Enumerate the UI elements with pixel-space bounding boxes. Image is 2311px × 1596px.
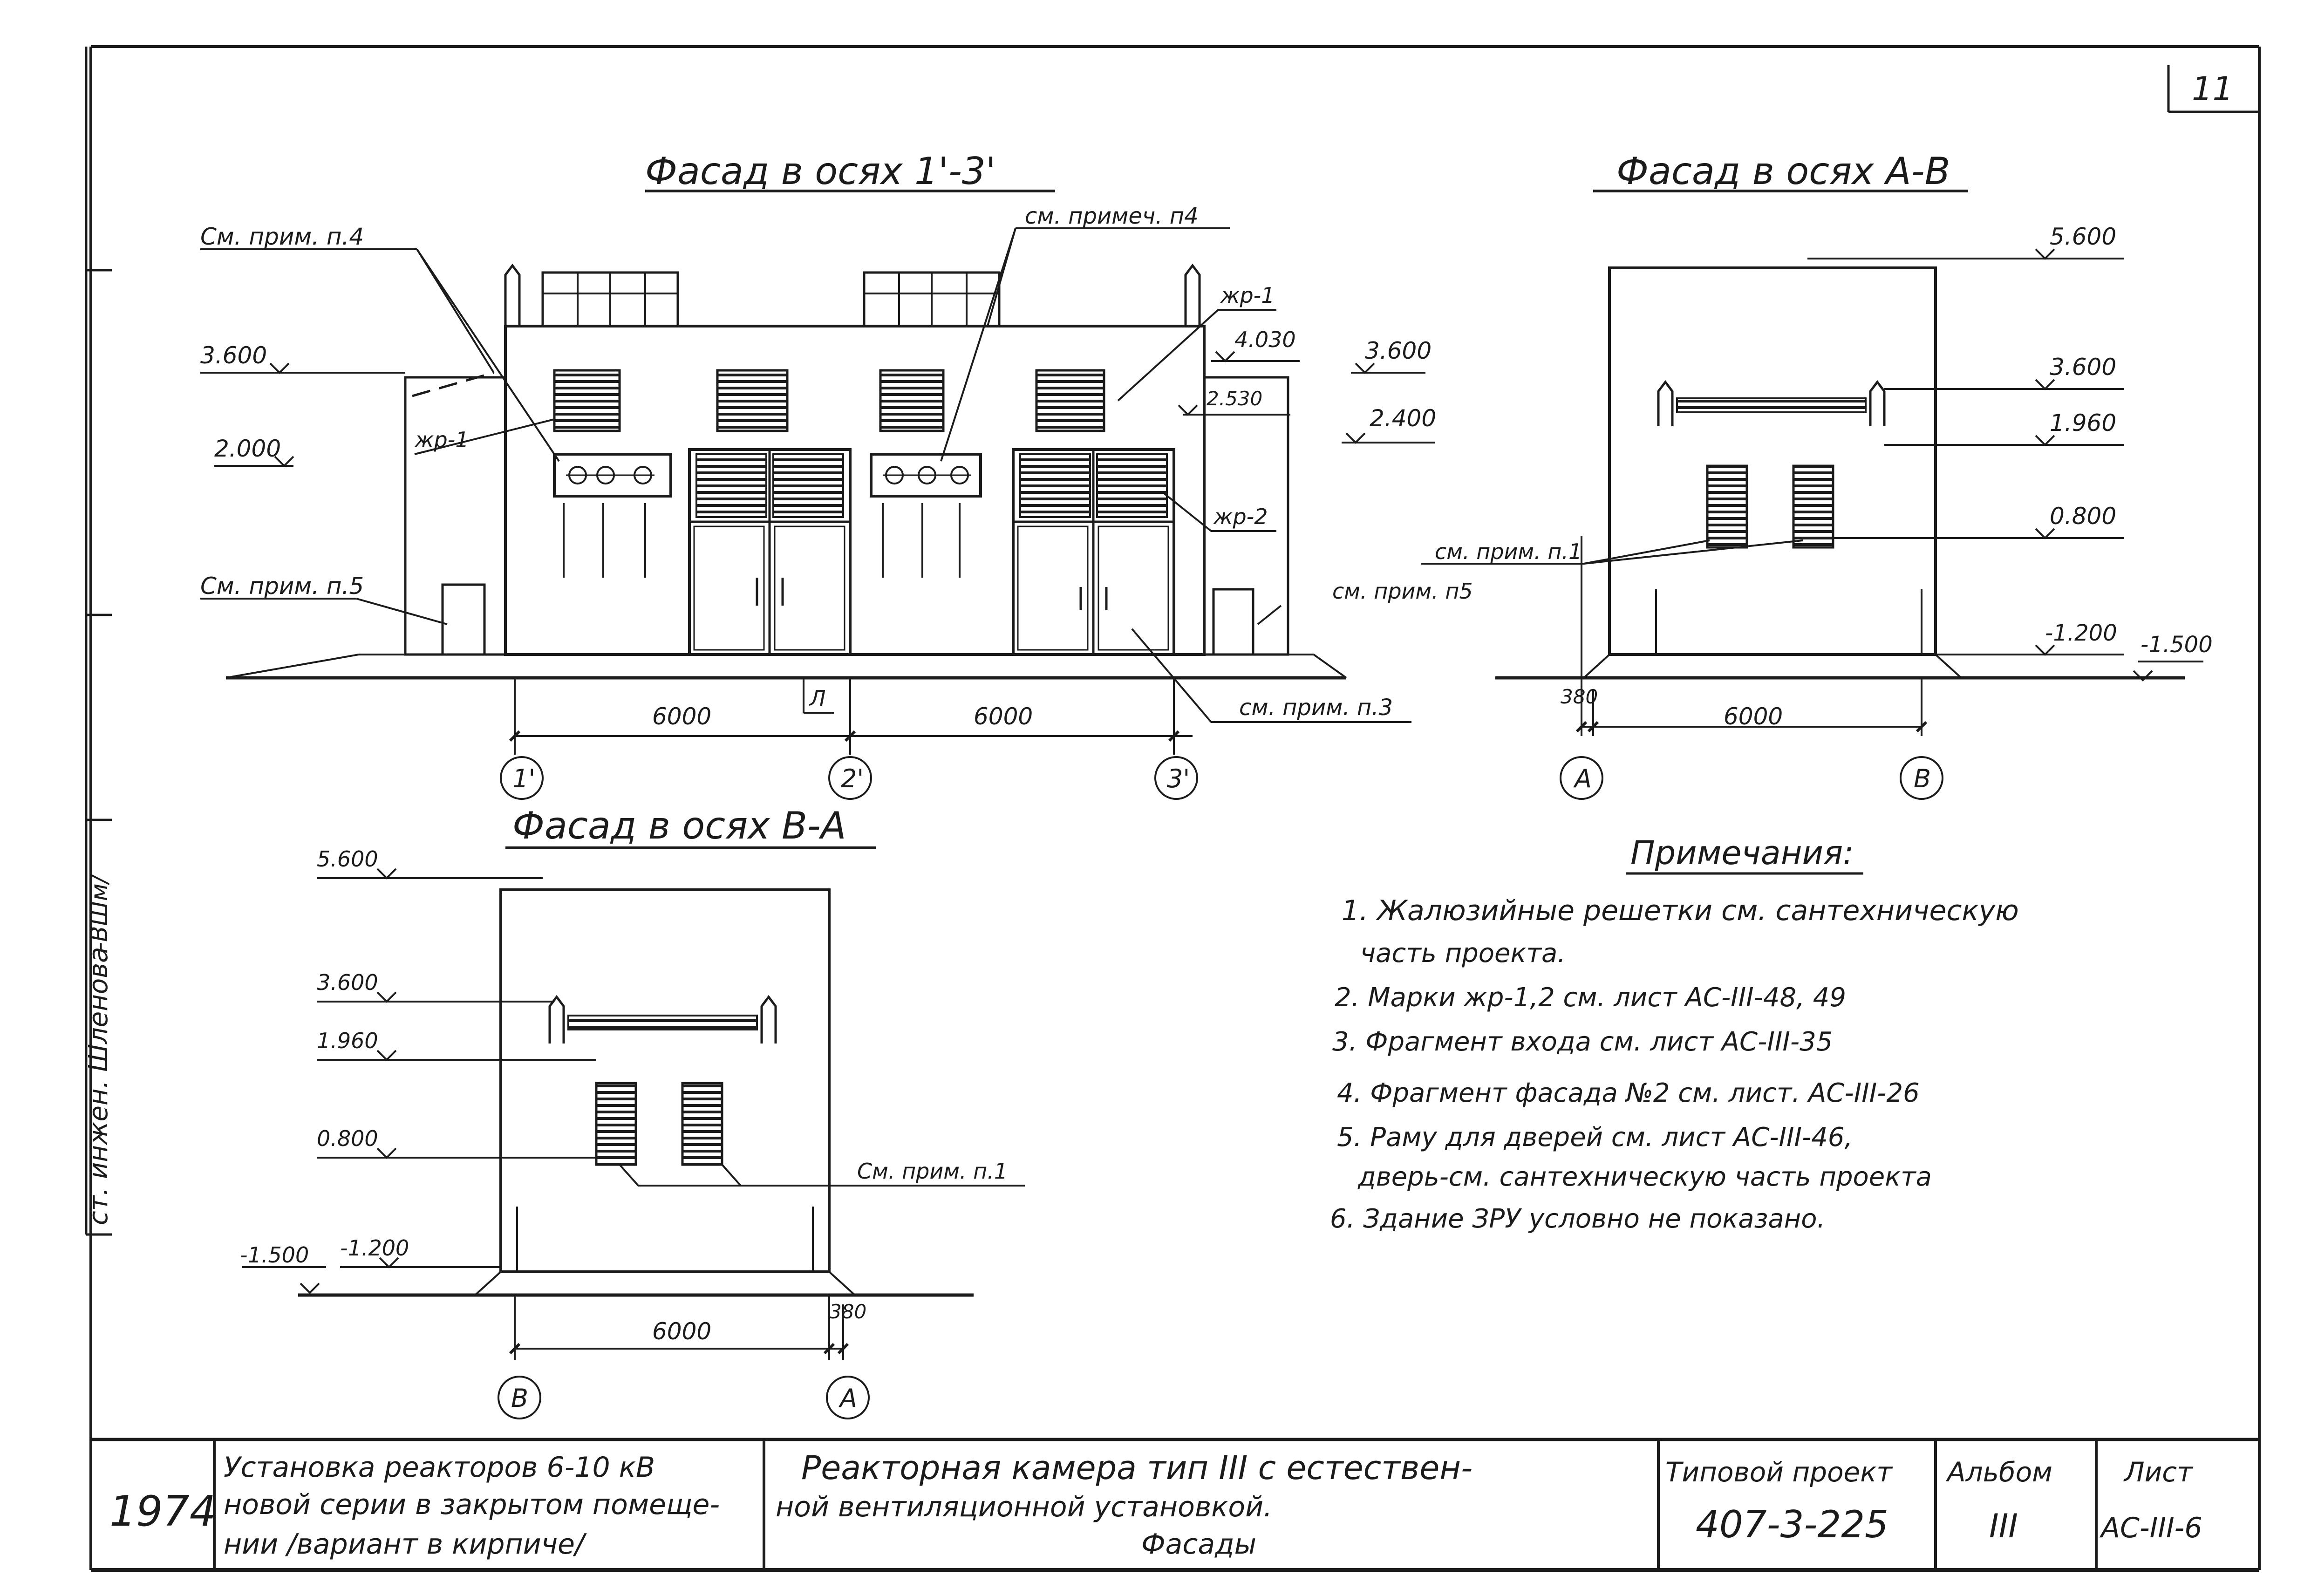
note-line: 5. Раму для дверей см. лист АС-III-46, (1337, 1122, 1853, 1153)
level-2000: 2.000 (214, 435, 281, 462)
level-2530: 2.530 (1207, 387, 1262, 410)
sheet-number: АС-III-6 (2099, 1512, 2202, 1544)
callout-note1: См. прим. п.1 (857, 1159, 1008, 1184)
drawing-line: ной вентиляционной установкой. (776, 1491, 1272, 1523)
project-line: нии /вариант в кирпиче/ (224, 1528, 587, 1561)
level-1960: 1.960 (2050, 409, 2116, 437)
dim-6000-b: 6000 (974, 703, 1033, 730)
level-0800: 0.800 (2050, 503, 2116, 530)
note-line: часть проекта. (1360, 938, 1566, 969)
callout-note4: См. прим. п.4 (200, 223, 364, 250)
album-label: Альбом (1945, 1456, 2052, 1488)
note-line: 6. Здание ЗРУ условно не показано. (1330, 1204, 1825, 1234)
notes-block: Примечания: 1. Жалюзийные решетки см. са… (1330, 834, 2019, 1234)
note-line: 3. Фрагмент входа см. лист АС-III-35 (1332, 1027, 1833, 1057)
facade-1-dimensions (500, 678, 1198, 800)
facade-a-b: Фасад в осях А-В (1421, 150, 2213, 800)
level-3600-left: 3.600 (200, 342, 267, 369)
side-signature: -ВШм/ (86, 873, 113, 950)
notes-title: Примечания: (1630, 834, 1854, 872)
level-0800: 0.800 (317, 1126, 378, 1151)
axis-1: 1' (512, 764, 535, 793)
level-3600: 3.600 (317, 970, 378, 995)
project-line: новой серии в закрытом помеще- (224, 1488, 720, 1521)
level-5600: 5.600 (2050, 223, 2116, 250)
side-stamp: ст. инжен. Шленова (83, 947, 114, 1225)
facade-1-3: Фасад в осях 1'-3' (200, 150, 1473, 800)
side-stamp-box (86, 269, 112, 1236)
note-line: дверь-см. сантехническую часть проекта (1357, 1162, 1932, 1192)
side-louver (595, 1082, 637, 1166)
facade-3-title: Фасад в осях В-А (512, 804, 846, 847)
facade-1-building (225, 263, 1347, 680)
callout-note3: см. прим. п.3 (1239, 695, 1393, 721)
upper-louver (1035, 369, 1105, 432)
callout-note5-left: См. прим. п.5 (200, 573, 364, 600)
level-5600: 5.600 (317, 846, 378, 872)
axis-a: А (839, 1384, 857, 1413)
title-block (213, 1439, 2098, 1570)
callout-note1: см. прим. п.1 (1435, 539, 1582, 564)
title-year: 1974 (109, 1487, 216, 1536)
sheet-frame (85, 45, 2261, 1572)
callout-zhr2: жр-2 (1213, 504, 1268, 529)
fan-panel (553, 453, 672, 498)
sheet-corner-number: 11 (2192, 70, 2233, 108)
facade-2-title: Фасад в осях А-В (1616, 150, 1950, 193)
axis-b: В (511, 1384, 528, 1413)
level-4030: 4.030 (1234, 327, 1296, 352)
facade-1-callouts (200, 227, 1411, 723)
upper-louver (716, 369, 789, 432)
side-louver (681, 1082, 723, 1166)
level-3600-right: 3.600 (1365, 337, 1432, 364)
level-1960: 1.960 (317, 1028, 378, 1053)
fan-panel (870, 453, 982, 498)
level-m1500: -1.500 (2141, 632, 2213, 658)
note-line: 4. Фрагмент фасада №2 см. лист. АС-III-2… (1337, 1078, 1920, 1108)
axis-b: В (1914, 764, 1931, 793)
callout-note4b: см. примеч. п4 (1025, 203, 1199, 229)
axis-2: 2' (841, 764, 864, 793)
level-m1500: -1.500 (240, 1242, 309, 1268)
sheet-label: Лист (2123, 1456, 2194, 1488)
dim-380: 380 (1561, 685, 1598, 708)
dim-6000: 6000 (1724, 703, 1783, 730)
facade-1-levels (200, 351, 1435, 467)
facade-3-levels (242, 868, 1025, 1419)
facade-b-a: Фасад в осях В-А (240, 804, 1025, 1419)
note-line: 1. Жалюзийные решетки см. сантехническую (1342, 894, 2019, 927)
upper-louver (879, 369, 945, 432)
upper-louver (553, 369, 621, 432)
project-line: Установка реакторов 6-10 кВ (224, 1451, 655, 1484)
side-louver (1706, 464, 1748, 549)
level-m1200: -1.200 (340, 1235, 409, 1261)
callout-l: Л (809, 686, 826, 711)
dim-6000-a: 6000 (652, 703, 711, 730)
drawing-line: Реакторная камера тип III с естествен- (801, 1449, 1472, 1487)
level-2400: 2.400 (1370, 405, 1436, 432)
dim-380: 380 (829, 1300, 866, 1323)
album-number: III (1989, 1507, 2018, 1545)
level-3600: 3.600 (2050, 354, 2116, 381)
callout-zhr1-left: жр-1 (414, 427, 469, 452)
level-m1200: -1.200 (2045, 620, 2117, 646)
callout-zhr1-right: жр-1 (1220, 283, 1275, 308)
facade-2-levels (1421, 248, 2203, 800)
note-line: 2. Марки жр-1,2 см. лист АС-III-48, 49 (1335, 982, 1846, 1013)
callout-note5-right: см. прим. п5 (1332, 579, 1473, 604)
side-louver (1792, 464, 1834, 549)
axis-a: А (1573, 764, 1592, 793)
typical-project-number: 407-3-225 (1696, 1503, 1888, 1546)
typical-project-label: Типовой проект (1665, 1456, 1893, 1488)
dim-6000: 6000 (652, 1318, 711, 1345)
axis-3: 3' (1167, 764, 1190, 793)
drawing-line: Фасады (1141, 1528, 1256, 1561)
facade-1-title: Фасад в осях 1'-3' (645, 150, 996, 193)
